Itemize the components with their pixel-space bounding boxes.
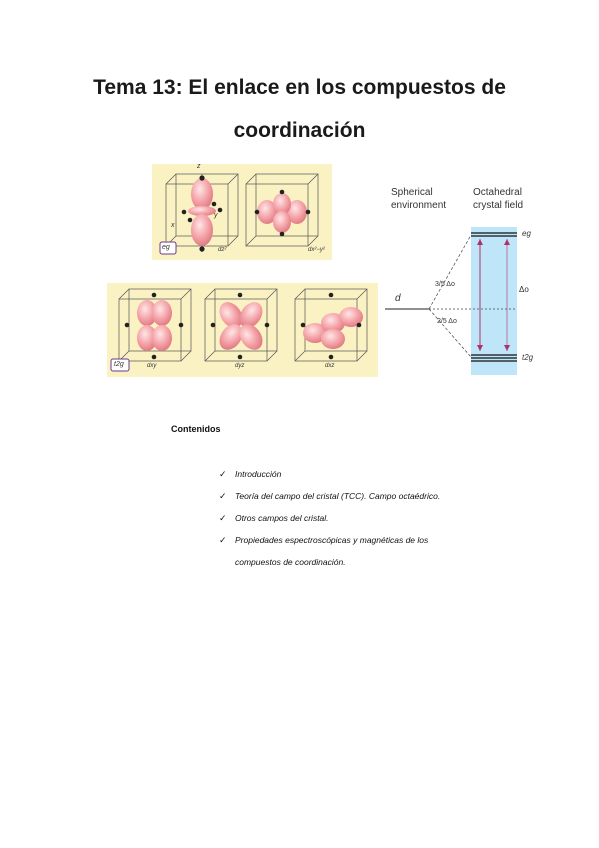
spherical-label-1: Spherical [391, 187, 433, 198]
orbital-label-dxy: dxy [147, 363, 157, 369]
octahedral-label-2: crystal field [473, 200, 524, 211]
checkmark-icon: ✓ [219, 513, 227, 523]
list-item: ✓ Introducción [219, 463, 519, 485]
checkmark-icon: ✓ [219, 491, 227, 501]
eg-level-label: eg [522, 229, 531, 238]
contents-heading: Contenidos [171, 424, 221, 434]
eg-orbitals-panel: eg dz² dx²−y² z x y [152, 163, 332, 260]
list-item-label: Otros campos del cristal. [235, 513, 329, 523]
upper-fraction-label: 3/5 Δo [435, 281, 455, 288]
orbital-label-dyz: dyz [235, 363, 245, 369]
axis-label-x: x [171, 222, 175, 229]
orbital-label-dz2: dz² [218, 247, 227, 253]
eg-badge: eg [162, 244, 170, 251]
list-item: ✓ Teoría del campo del cristal (TCC). Ca… [219, 485, 519, 507]
list-item-label: Introducción [235, 469, 282, 479]
spherical-label-2: environment [391, 200, 447, 211]
splitting-diagram-graphic [385, 227, 517, 375]
eg-orbitals-illustration [159, 173, 319, 255]
t2g-badge: t2g [114, 361, 124, 368]
crystal-field-diagram: Spherical environment Octahedral crystal… [385, 185, 555, 380]
orbital-label-dxz: dxz [325, 363, 335, 369]
t2g-level-label: t2g [522, 353, 534, 362]
checkmark-icon: ✓ [219, 469, 227, 479]
t2g-orbitals-panel: t2g dxy dyz dxz [107, 283, 378, 377]
axis-label-z: z [197, 163, 201, 170]
lower-fraction-label: 2/5 Δo [437, 318, 457, 325]
checkmark-icon: ✓ [219, 535, 227, 545]
page-title-line-1: Tema 13: El enlace en los compuestos de [93, 76, 506, 99]
delta-o-label: Δo [519, 285, 529, 294]
page-title-line-2: coordinación [233, 119, 366, 142]
axis-label-y: y [214, 212, 218, 219]
contents-list: ✓ Introducción ✓ Teoría del campo del cr… [219, 463, 519, 573]
list-item-label: Teoría del campo del cristal (TCC). Camp… [235, 491, 441, 501]
list-item: ✓ Propiedades espectroscópicas y magnéti… [219, 529, 519, 551]
list-item-label: Propiedades espectroscópicas y magnética… [235, 535, 429, 545]
octahedral-label-1: Octahedral [473, 187, 522, 198]
orbital-label-dx2y2: dx²−y² [308, 247, 325, 253]
d-level-label: d [395, 293, 401, 304]
t2g-orbitals-illustration [110, 288, 368, 372]
list-item-continuation: compuestos de coordinación. [219, 551, 519, 573]
list-item-label: compuestos de coordinación. [235, 557, 346, 567]
list-item: ✓ Otros campos del cristal. [219, 507, 519, 529]
